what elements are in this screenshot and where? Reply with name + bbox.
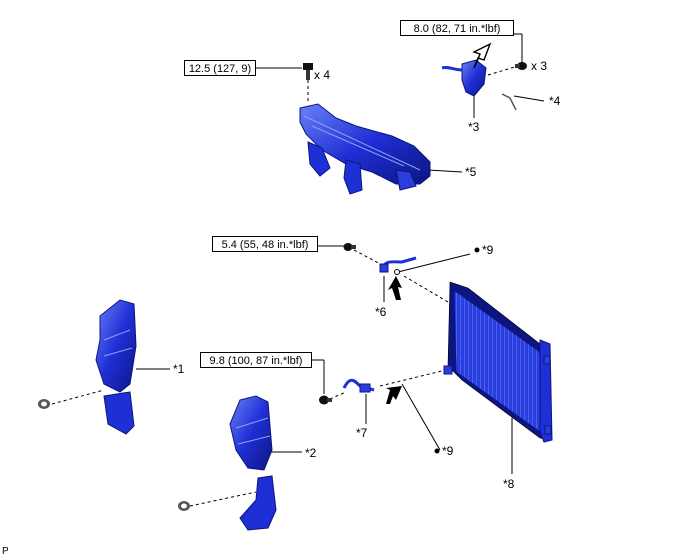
part3-bolt — [515, 62, 527, 70]
upper-o-ring — [394, 269, 400, 275]
o-ring-dot-upper — [474, 247, 480, 253]
lower-pipe-arrow-icon — [386, 386, 402, 404]
part3-bolt-quantity: x 3 — [531, 59, 548, 73]
callout-9-upper: *9 — [482, 243, 494, 257]
condenser-part — [443, 281, 553, 443]
upper-pipe-arrow-icon — [388, 276, 402, 300]
callout-1: *1 — [173, 362, 185, 376]
lower-deflector-part — [229, 395, 277, 531]
part6-bolt — [343, 243, 356, 251]
torque-spec-bracket: 12.5 (127, 9) — [184, 60, 256, 76]
callout-6: *6 — [375, 305, 387, 319]
bracket-bolt — [303, 63, 313, 80]
callout-2: *2 — [305, 446, 317, 460]
o-ring-dot-lower — [434, 448, 440, 454]
part1-bolt — [38, 399, 50, 409]
component-3-part — [441, 59, 487, 97]
wire-clip-part — [501, 93, 517, 111]
assembly-lines — [51, 33, 545, 507]
callout-9-lower: *9 — [442, 444, 454, 458]
callout-3: *3 — [468, 120, 480, 134]
callout-8: *8 — [503, 477, 515, 491]
torque-spec-part3: 8.0 (82, 71 in.*lbf) — [400, 20, 514, 36]
left-deflector-part — [95, 299, 137, 435]
corner-mark: P — [2, 546, 9, 557]
lower-pipe-part — [342, 378, 375, 393]
callout-7: *7 — [356, 426, 368, 440]
part2-bolt — [178, 501, 190, 511]
install-direction-arrow-icon — [472, 42, 492, 69]
callout-5: *5 — [465, 165, 477, 179]
callout-4: *4 — [549, 94, 561, 108]
bracket-bolt-quantity: x 4 — [314, 68, 331, 82]
part7-bolt — [319, 395, 332, 405]
upper-pipe-part — [379, 256, 417, 273]
torque-spec-part7: 9.8 (100, 87 in.*lbf) — [200, 352, 312, 368]
torque-spec-part6: 5.4 (55, 48 in.*lbf) — [212, 236, 318, 252]
upper-bracket-part — [299, 103, 431, 195]
